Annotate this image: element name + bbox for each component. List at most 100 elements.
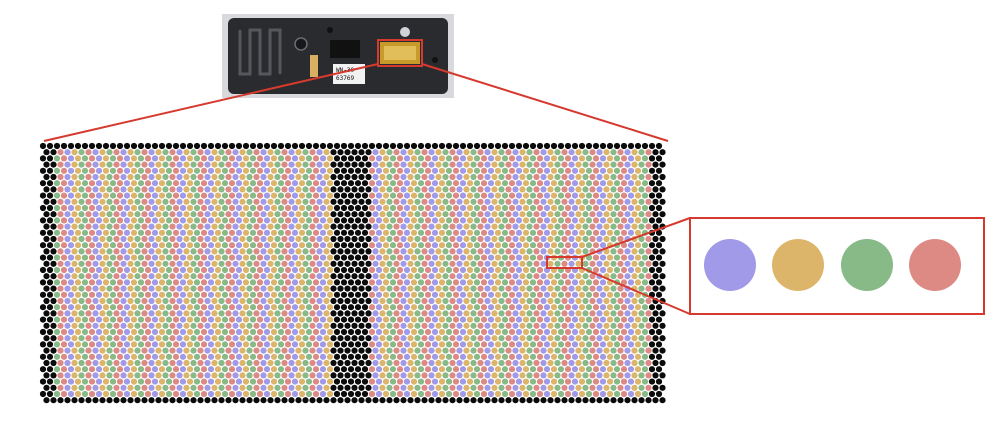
well	[204, 372, 211, 379]
well	[561, 297, 568, 305]
well	[519, 235, 526, 243]
well	[645, 335, 652, 342]
well	[648, 304, 656, 311]
well	[473, 204, 481, 212]
well	[291, 328, 299, 336]
well	[179, 316, 187, 323]
well	[652, 173, 659, 181]
well	[228, 204, 236, 212]
well	[473, 304, 481, 311]
well	[50, 161, 57, 168]
well	[148, 161, 155, 168]
well	[582, 198, 589, 205]
well	[78, 322, 85, 329]
well	[141, 285, 148, 292]
well	[144, 341, 152, 348]
well	[652, 310, 659, 317]
well	[505, 186, 512, 193]
well	[165, 390, 173, 398]
well	[386, 322, 393, 329]
well	[228, 254, 236, 261]
well	[88, 192, 96, 199]
well	[561, 273, 568, 280]
well	[435, 297, 442, 305]
well	[176, 297, 183, 305]
well	[78, 223, 85, 230]
well	[463, 297, 470, 305]
well	[235, 328, 243, 336]
well	[400, 335, 407, 342]
well	[81, 192, 89, 199]
well	[571, 155, 579, 162]
well	[235, 316, 243, 323]
well	[242, 366, 250, 373]
well	[186, 279, 194, 286]
well	[312, 254, 320, 261]
well	[183, 248, 190, 255]
well	[494, 341, 502, 348]
well	[218, 397, 225, 404]
well	[246, 285, 253, 292]
well	[389, 142, 397, 150]
well	[337, 372, 344, 379]
well	[477, 149, 484, 156]
well	[515, 328, 523, 336]
well	[277, 304, 285, 311]
well	[358, 273, 365, 280]
well	[81, 204, 89, 212]
well	[305, 180, 313, 187]
well	[578, 142, 586, 150]
well	[421, 384, 428, 391]
well	[99, 186, 106, 193]
well	[414, 248, 421, 255]
well	[92, 359, 99, 367]
well	[582, 161, 589, 168]
well	[592, 204, 600, 212]
well	[603, 310, 610, 317]
well	[106, 310, 113, 317]
well	[221, 316, 229, 323]
well	[50, 285, 57, 292]
well	[193, 155, 201, 162]
well	[512, 161, 519, 168]
well	[351, 372, 358, 379]
well	[193, 167, 201, 174]
well	[295, 310, 302, 317]
well	[575, 223, 582, 230]
well	[659, 372, 666, 379]
well	[424, 341, 432, 348]
well	[204, 161, 211, 168]
well	[249, 316, 257, 323]
well	[393, 335, 400, 342]
well	[179, 279, 187, 286]
well	[127, 297, 134, 305]
well	[281, 310, 288, 317]
well	[487, 279, 495, 286]
well	[463, 359, 470, 367]
well	[281, 372, 288, 379]
well	[540, 384, 547, 391]
well	[396, 167, 404, 174]
well	[291, 204, 299, 212]
well	[123, 192, 131, 199]
well	[400, 211, 407, 218]
well	[302, 273, 309, 280]
well	[494, 155, 502, 162]
well	[113, 223, 120, 230]
well	[354, 390, 362, 398]
well	[60, 304, 68, 311]
well	[284, 316, 292, 323]
well	[347, 180, 355, 187]
well	[610, 397, 617, 404]
well	[109, 304, 117, 311]
well	[431, 366, 439, 373]
well	[78, 260, 85, 267]
well	[624, 397, 631, 404]
well	[319, 366, 327, 373]
well	[281, 235, 288, 243]
well	[515, 229, 523, 236]
well	[505, 372, 512, 379]
well	[592, 291, 600, 298]
well	[522, 180, 530, 187]
well	[641, 366, 649, 373]
